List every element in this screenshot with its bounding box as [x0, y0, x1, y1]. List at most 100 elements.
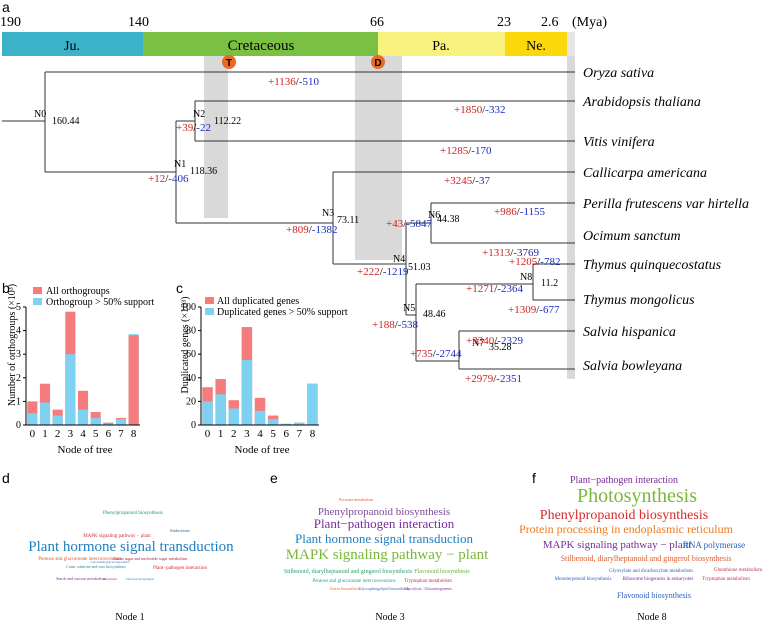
panel-c-letter: c: [176, 280, 183, 296]
time-axis: 190 140 66 23 2.6 (Mya): [0, 15, 607, 30]
node-name: N3: [322, 208, 334, 219]
era-jurassic: [2, 32, 143, 56]
y-tick-label: 20: [186, 396, 196, 407]
y-tick-label: 0: [191, 420, 196, 431]
x-tick-label: 6: [283, 428, 289, 440]
species-name: Oryza sativa: [583, 66, 654, 81]
x-tick-label: 4: [80, 428, 86, 440]
time-unit: (Mya): [572, 15, 607, 30]
word-cloud-node1: Phenylpropanoid biosynthesis Plant hormo…: [28, 511, 234, 581]
era-paleogene: [378, 32, 505, 56]
svg-text:+188/-538: +188/-538: [372, 319, 418, 331]
node-name: N6: [428, 210, 440, 221]
bar: [27, 413, 38, 425]
x-tick-label: 8: [131, 428, 137, 440]
legend-label: Duplicated genes > 50% support: [217, 307, 348, 318]
y-tick-label: 100: [181, 302, 196, 313]
x-tick-label: 0: [205, 428, 211, 440]
bar: [128, 335, 139, 425]
word: Tryptophan metabolism: [404, 579, 452, 584]
time-tick: 66: [370, 15, 384, 30]
word: Pyruvate metabolism: [339, 497, 374, 502]
node-name: N1: [174, 159, 186, 170]
word: Endocytosis: [170, 528, 190, 533]
y-tick-label: 5: [16, 302, 21, 313]
bar: [52, 415, 63, 425]
svg-text:+3340/-2329: +3340/-2329: [466, 335, 523, 347]
svg-text:D: D: [374, 58, 381, 69]
node-name: N7: [472, 338, 484, 349]
wgd-band: [355, 56, 402, 260]
word: Ribosome biogenesis in eukaryotes: [623, 577, 694, 582]
svg-text:+1285/-170: +1285/-170: [440, 145, 492, 157]
svg-text:+1309/-677: +1309/-677: [508, 304, 560, 316]
era-neogene: [505, 32, 567, 56]
x-tick-label: 5: [270, 428, 276, 440]
x-tick-label: 2: [231, 428, 237, 440]
word: Glutathione metabolism: [714, 568, 762, 573]
species-name: Thymus quinquecostatus: [583, 258, 722, 273]
word: Plant−pathogen interaction: [570, 475, 678, 486]
y-tick-label: 60: [186, 349, 196, 360]
time-tick: 190: [0, 15, 21, 30]
word: Plant hormone signal transduction: [28, 539, 234, 555]
svg-text:+1850/-332: +1850/-332: [454, 104, 505, 116]
node-age: 48.46: [423, 309, 446, 320]
bar: [267, 419, 279, 425]
node-name: N2: [193, 109, 205, 120]
wordcloud-caption: Node 8: [637, 612, 666, 623]
svg-text:+2979/-2351: +2979/-2351: [465, 373, 522, 385]
y-tick-label: 3: [16, 349, 21, 360]
legend-label: Orthogroup > 50% support: [46, 297, 154, 308]
word: Plant−pathogen interaction: [314, 516, 455, 531]
word-cloud-node8: Plant−pathogen interaction Photosynthesi…: [519, 475, 762, 600]
panel-a-letter: a: [2, 0, 10, 15]
node-age: 44.38: [437, 214, 460, 225]
node-age: 35.28: [489, 342, 512, 353]
legend-swatch: [205, 297, 214, 304]
x-tick-label: 8: [310, 428, 316, 440]
panel-d-letter: d: [2, 470, 10, 486]
word: MAPK signaling pathway − plant: [83, 534, 151, 539]
era-label: Pa.: [432, 39, 450, 54]
wgt-marker: T: [222, 55, 236, 69]
word: Protein processing in endoplasmic reticu…: [519, 522, 734, 536]
x-tick-label: 6: [106, 428, 112, 440]
bar: [103, 423, 114, 425]
time-tick: 23: [497, 15, 511, 30]
bar: [307, 383, 318, 425]
word: Glycosphingolipid biosynthesis: [359, 586, 410, 591]
word: Phenylpropanoid biosynthesis: [103, 511, 163, 516]
x-tick-label: 3: [68, 428, 74, 440]
word: MAPK signaling pathway − plant: [543, 539, 692, 551]
bar: [77, 390, 89, 425]
wordcloud-caption: Node 1: [115, 612, 144, 623]
legend-swatch: [33, 298, 42, 305]
panel-e-letter: e: [270, 470, 278, 486]
svg-text:+986/-1155: +986/-1155: [494, 206, 546, 218]
y-axis-label: Duplicated genes (×10³): [180, 297, 191, 394]
era-quaternary: [567, 32, 575, 56]
era-bar: Ju. Cretaceous Pa. Ne.: [2, 32, 575, 56]
x-tick-label: 5: [93, 428, 99, 440]
x-tick-label: 3: [244, 428, 250, 440]
x-tick-label: 7: [118, 428, 124, 440]
node-age: 112.22: [214, 116, 241, 127]
x-tick-label: 4: [257, 428, 263, 440]
legend-swatch: [205, 308, 214, 315]
word: Zeatin biosynthesis: [330, 586, 361, 591]
species-name: Perilla frutescens var hirtella: [582, 197, 749, 212]
bar: [115, 419, 127, 425]
word: Glycosaminoglycan degradation: [91, 560, 130, 564]
era-label: Ne.: [526, 39, 546, 54]
species-name: Arabidopsis thaliana: [582, 95, 701, 110]
bar: [294, 422, 305, 425]
panel-f-letter: f: [532, 470, 536, 486]
word: RNA polymerase: [683, 540, 745, 550]
wordcloud-caption: Node 3: [375, 612, 404, 623]
bar: [228, 408, 240, 425]
species-name: Salvia hispanica: [583, 325, 676, 340]
y-tick-label: 1: [16, 396, 21, 407]
word: Glycolysis / Gluconeogenesis: [404, 586, 452, 591]
